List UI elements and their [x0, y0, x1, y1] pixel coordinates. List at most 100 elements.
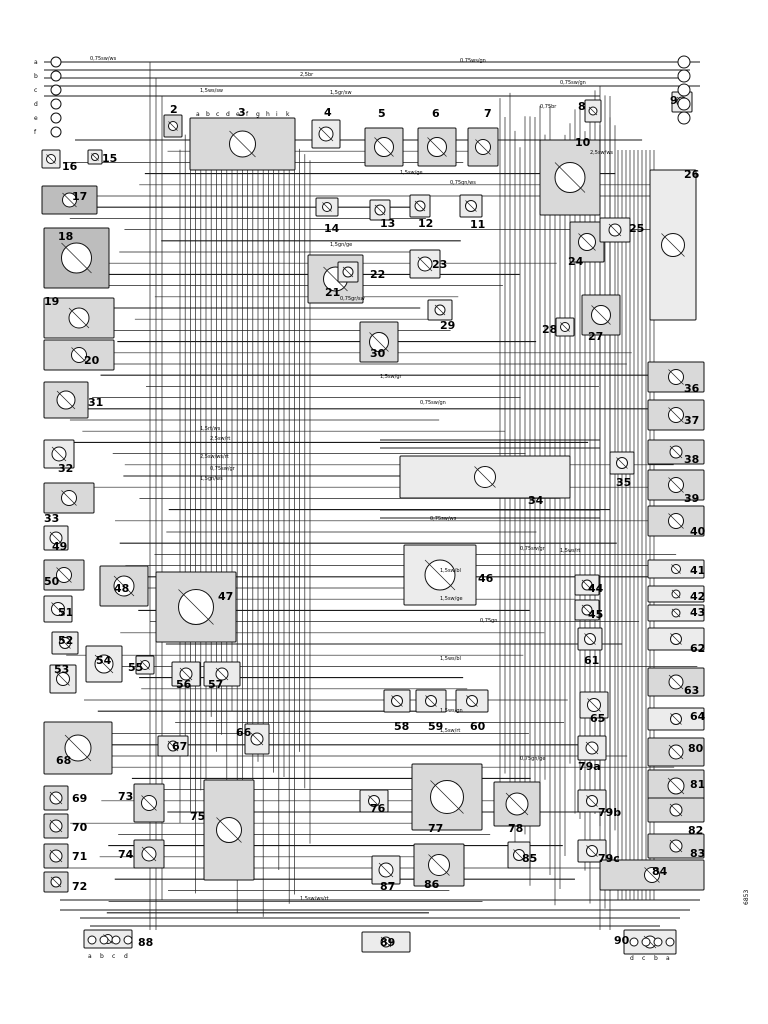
component-number: 24 [568, 255, 584, 268]
component-61 [577, 627, 603, 651]
wire-label: 1,5gn/ge [330, 242, 352, 248]
component-number: 25 [629, 222, 644, 235]
component-44 [574, 574, 600, 596]
component-number: 71 [72, 850, 87, 863]
component-53 [49, 664, 77, 694]
component-27 [581, 294, 621, 336]
component-66 [244, 723, 270, 755]
component-number: 80 [688, 742, 704, 755]
component-number: 87 [380, 880, 395, 893]
connector-letter: d [226, 111, 230, 118]
component-number: 35 [616, 476, 631, 489]
component-45 [574, 599, 600, 621]
connector-letter: b [206, 111, 210, 118]
component-number: 62 [690, 642, 705, 655]
wire-label: 2,5sw/ws/rt [200, 454, 229, 460]
component-number: 18 [58, 230, 73, 243]
component-75 [203, 779, 255, 881]
component-32 [43, 439, 75, 469]
component-80 [647, 737, 705, 767]
component-number: 76 [370, 802, 386, 815]
wire-label: 0,75ws/gn [460, 58, 486, 64]
component-2 [163, 114, 183, 138]
component-number: 79b [598, 806, 621, 819]
component-number: 90 [614, 934, 630, 947]
component-87 [371, 855, 401, 885]
edge-letter: a [34, 59, 38, 66]
connector-letter: d [124, 953, 128, 960]
wire-label: 0,75sw/gn [560, 80, 586, 86]
component-34 [399, 455, 571, 499]
component-number: 9 [670, 94, 678, 107]
edge-letter: c [34, 87, 37, 94]
component-4 [311, 119, 341, 149]
component-31 [43, 381, 89, 419]
component-number: 11 [470, 218, 485, 231]
component-68 [43, 721, 113, 775]
wire-label: 1,5sw/ge [440, 596, 463, 602]
component-number: 8 [578, 100, 586, 113]
component-42 [647, 585, 705, 603]
component-58 [383, 689, 411, 713]
component-number: 12 [418, 217, 433, 230]
connector-letter: c [112, 953, 115, 960]
component-number: 29 [440, 319, 455, 332]
connector-letter: b [100, 953, 104, 960]
component-40 [647, 505, 705, 537]
component-43 [647, 604, 705, 622]
wire-label: 1,5ws/bl [440, 656, 461, 662]
wire-label: 1,5sw/bl [440, 568, 461, 574]
connector-letter: h [266, 111, 270, 118]
connector-letter: f [246, 111, 249, 118]
component-number: 84 [652, 865, 668, 878]
component-number: 30 [370, 347, 386, 360]
component-number: 34 [528, 494, 544, 507]
component-23 [409, 249, 441, 279]
component-79a [577, 735, 607, 761]
wire-label: 1,5ws/gn [440, 708, 463, 714]
component-6 [417, 127, 457, 167]
component-number: 44 [588, 582, 604, 595]
component-63 [647, 667, 705, 697]
edge-letter: f [34, 129, 37, 136]
wire-label: 0,75br [540, 104, 557, 110]
wire-label: 1,5gn/ws [200, 476, 223, 482]
component-18 [43, 227, 110, 289]
component-67 [157, 735, 189, 757]
component-number: 38 [684, 453, 699, 466]
component-number: 15 [102, 152, 117, 165]
component-number: 41 [690, 564, 705, 577]
component-number: 78 [508, 822, 523, 835]
component-19 [43, 297, 115, 339]
component-number: 17 [72, 190, 87, 203]
wire-label: 2,5sw/ws [590, 150, 613, 156]
component-number: 3 [238, 106, 246, 119]
component-number: 56 [176, 678, 192, 691]
component-number: 21 [325, 286, 340, 299]
wire-label: 1,5ws/sw [200, 88, 223, 94]
wire-label: 1,5rt/ws [200, 426, 221, 432]
component-7 [467, 127, 499, 167]
component-12 [409, 194, 431, 218]
component-number: 83 [690, 847, 705, 860]
component-number: 7 [484, 107, 492, 120]
component-83 [647, 833, 705, 859]
wire-label-layer: 0,75sw/ws2,5br0,75ws/gn0,75sw/gn1,5ws/sw… [90, 56, 613, 902]
connector-letter: e [236, 111, 240, 118]
component-number: 64 [690, 710, 706, 723]
component-number: 42 [690, 590, 705, 603]
component-number: 75 [190, 810, 205, 823]
component-number: 40 [690, 525, 706, 538]
component-76 [359, 789, 389, 813]
component-3 [189, 117, 296, 171]
wire-label: 0,75sw/gr [520, 546, 546, 552]
component-number: 63 [684, 684, 699, 697]
component-number: 36 [684, 382, 700, 395]
component-number: 55 [128, 661, 143, 674]
wire-label: 1,5sw/ws/rt [300, 896, 329, 902]
component-number: 4 [324, 106, 332, 119]
component-70 [43, 813, 69, 839]
component-17 [41, 185, 98, 215]
component-64 [647, 707, 705, 731]
